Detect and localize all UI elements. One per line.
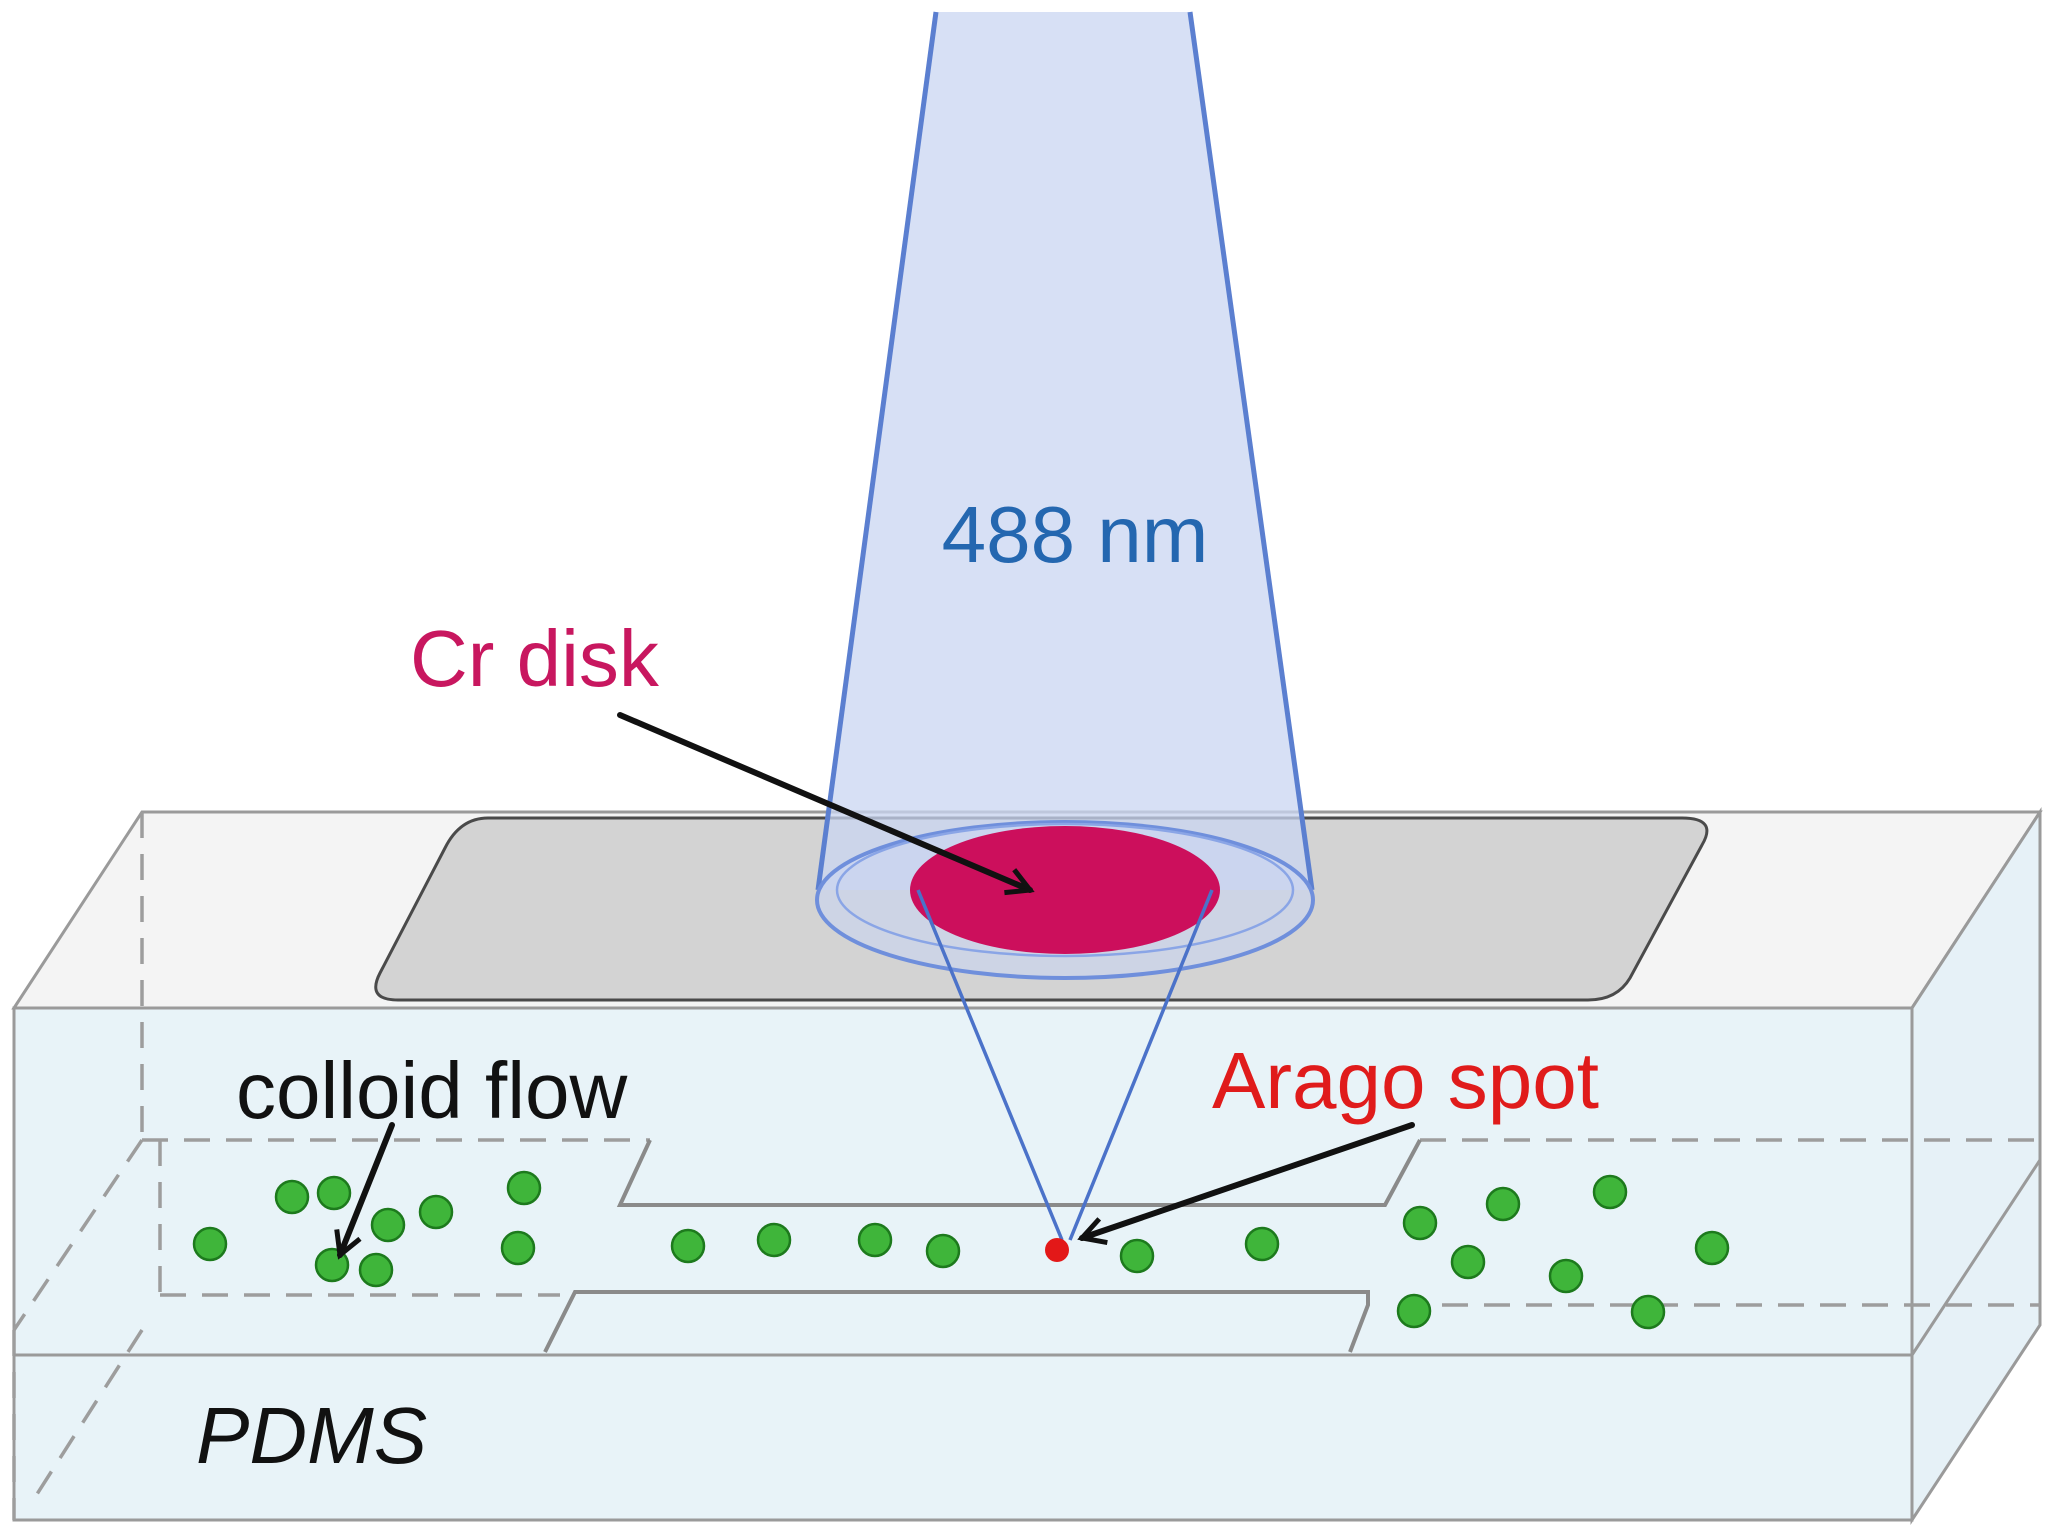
- particle: [418, 1194, 454, 1230]
- particle: [370, 1207, 406, 1243]
- annotation-arrows: [340, 712, 1415, 1255]
- particle: [506, 1170, 542, 1206]
- cr-disk-arrow: [617, 712, 1030, 890]
- particle: [1119, 1238, 1155, 1274]
- chip-hidden-edges: [12, 812, 2040, 1520]
- particle: [1450, 1244, 1486, 1280]
- beam-cone: [818, 12, 1312, 890]
- arago-spot-arrow: [1082, 1122, 1415, 1238]
- pdms-label: PDMS: [196, 1391, 427, 1480]
- colloid-flow-arrow: [340, 1122, 395, 1255]
- arago-spot-label: Arago spot: [1212, 1036, 1599, 1125]
- particle: [756, 1222, 792, 1258]
- particle: [274, 1179, 310, 1215]
- particle: [1402, 1205, 1438, 1241]
- particle: [1630, 1294, 1666, 1330]
- particle: [500, 1230, 536, 1266]
- particle: [670, 1228, 706, 1264]
- particle: [1694, 1230, 1730, 1266]
- cr-disk: [910, 826, 1220, 954]
- arago-spot-dot: [1045, 1238, 1069, 1262]
- particle: [316, 1175, 352, 1211]
- particle: [857, 1222, 893, 1258]
- particle: [1485, 1186, 1521, 1222]
- particle: [358, 1252, 394, 1288]
- colloid-flow-label: colloid flow: [236, 1046, 628, 1135]
- particle: [1548, 1258, 1584, 1294]
- substrate-boundary: [14, 1159, 2042, 1357]
- particle: [1244, 1226, 1280, 1262]
- particle: [192, 1226, 228, 1262]
- colloid-particles: [192, 1170, 1730, 1330]
- diffraction-lines: [916, 889, 1214, 1241]
- particle: [925, 1233, 961, 1269]
- cr-disk-label: Cr disk: [410, 614, 660, 703]
- wavelength-label: 488 nm: [942, 490, 1209, 579]
- particle: [1396, 1293, 1432, 1329]
- particle: [1592, 1174, 1628, 1210]
- microchannel: [543, 1139, 1422, 1353]
